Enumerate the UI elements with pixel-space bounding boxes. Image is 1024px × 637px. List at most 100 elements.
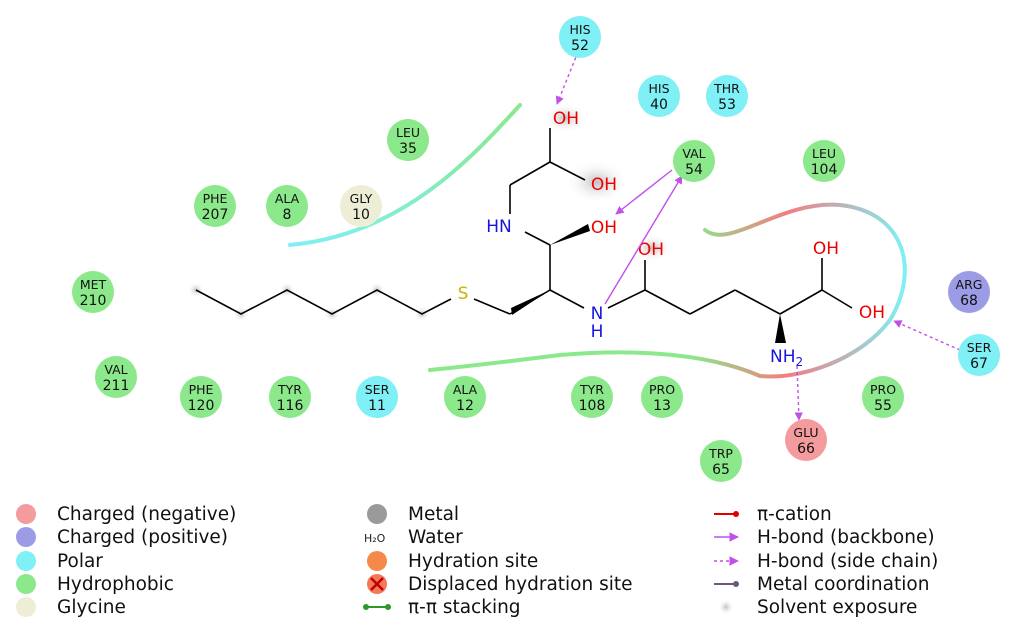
residue-marker [706, 75, 748, 117]
residue-name: ALA [275, 191, 300, 206]
atom-hn: HN [486, 217, 512, 237]
residue-name: HIS [648, 81, 669, 96]
legend-marker-negative [16, 504, 36, 524]
residue-number: 8 [283, 207, 292, 223]
residue-name: TYR [579, 382, 604, 397]
pocket-outline-top [288, 103, 522, 247]
legend-marker-positive [16, 527, 36, 547]
residue-name: PHE [203, 191, 228, 206]
legend-label-polar: Polar [57, 551, 103, 572]
residue-marker [194, 185, 236, 227]
atom-n-amide: N [591, 304, 604, 324]
hbond-ser67 [893, 320, 961, 351]
atom-nh2-subscript: 2 [796, 355, 804, 369]
hbond-interactions [555, 51, 961, 421]
legend-label-pi-cation: π-cation [757, 504, 832, 525]
residue-number: 55 [874, 398, 892, 414]
hbond-his52 [555, 51, 579, 105]
legend-label-glycine: Glycine [57, 597, 126, 618]
residue-number: 68 [960, 293, 978, 309]
hbond-val54-oh [615, 169, 673, 215]
stereo-wedge-bond [511, 290, 550, 315]
residue-name: THR [713, 81, 740, 96]
atom-oh-center: OH [591, 218, 617, 238]
residue-number: 108 [579, 398, 606, 414]
residue-name: HIS [569, 22, 590, 37]
residue-marker [803, 140, 845, 182]
legend-label-hbond-sidechain: H-bond (side chain) [757, 551, 938, 572]
atom-labels: OH OH HN OH S N H OH OH OH NH2 [458, 109, 885, 369]
atom-h-amide: H [591, 322, 604, 342]
residue-name: GLU [793, 425, 818, 440]
legend-label-hydration-site: Hydration site [408, 551, 538, 572]
residue-marker [948, 271, 990, 313]
legend-label-hbond-backbone: H-bond (backbone) [757, 527, 935, 548]
residue-number: 116 [277, 398, 304, 414]
legend-marker-solvent-exposure [718, 599, 734, 615]
residue-number: 35 [399, 141, 417, 157]
residue-number: 104 [811, 162, 838, 178]
residue-marker [356, 376, 398, 418]
residue-name: VAL [682, 146, 705, 161]
legend-label-positive: Charged (positive) [57, 527, 228, 548]
residue-name: GLY [350, 191, 373, 206]
residue-marker [700, 440, 742, 482]
residue-number: 52 [571, 38, 589, 54]
atom-sulfur: S [458, 284, 469, 304]
atom-oh-mid: OH [591, 175, 617, 195]
residue-name: SER [967, 340, 992, 355]
residue-number: 207 [202, 207, 229, 223]
residue-number: 11 [368, 398, 386, 414]
stereo-wedge-bond [775, 314, 786, 343]
residue-marker [641, 376, 683, 418]
atom-oh-chain: OH [638, 240, 664, 260]
residue-marker [559, 16, 601, 58]
legend: Charged (negative) Charged (positive) Po… [16, 504, 938, 618]
residue-number: 12 [456, 398, 474, 414]
legend-label-solvent-exposure: Solvent exposure [757, 597, 917, 618]
residue-name: SER [365, 382, 390, 397]
residue-marker [571, 376, 613, 418]
residue-marker [785, 419, 827, 461]
legend-marker-metal [367, 504, 387, 524]
legend-marker-pi-pi-stacking [363, 604, 391, 610]
ligand-bonds [195, 128, 853, 315]
legend-marker-metal-coordination [714, 581, 739, 587]
solvent-exposure-shade [543, 103, 587, 133]
residue-marker [444, 376, 486, 418]
residue-name: VAL [104, 362, 127, 377]
residue-number: 13 [653, 398, 671, 414]
legend-marker-hydrophobic [16, 574, 36, 594]
residue-marker [266, 185, 308, 227]
legend-label-metal-coordination: Metal coordination [757, 574, 929, 595]
residue-name: MET [80, 277, 107, 292]
legend-marker-polar [16, 551, 36, 571]
legend-label-water: Water [408, 527, 463, 548]
atom-oh-acid: OH [859, 303, 885, 323]
residue-number: 120 [188, 398, 215, 414]
residue-name: ALA [453, 382, 478, 397]
legend-marker-hydration-site [367, 551, 387, 571]
residue-number: 66 [797, 441, 815, 457]
residue-number: 67 [970, 356, 988, 372]
stereo-wedge-bond [550, 224, 590, 245]
residue-number: 53 [718, 97, 736, 113]
residue-name: PRO [870, 382, 896, 397]
residue-marker [72, 271, 114, 313]
